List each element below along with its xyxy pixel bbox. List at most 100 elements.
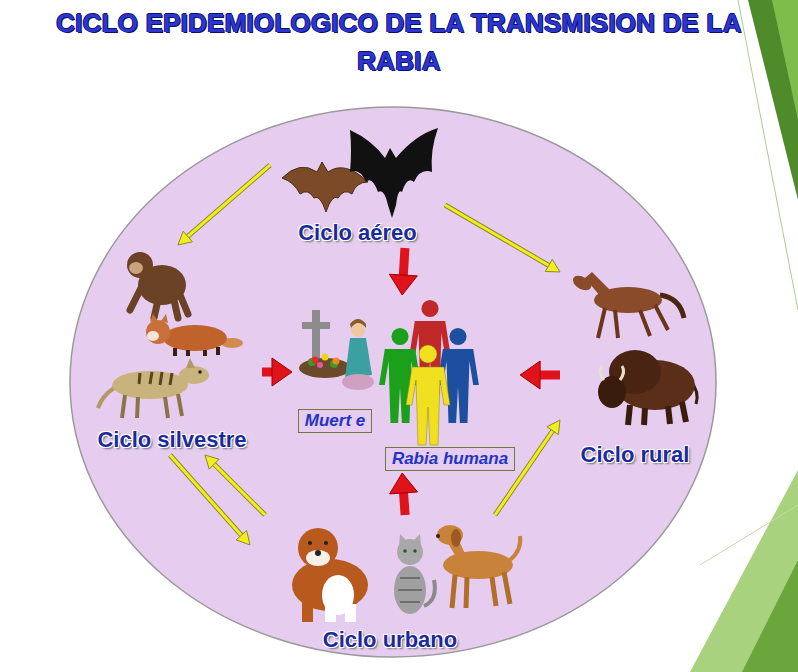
cycle-group: Ciclo silvestre (82, 245, 262, 455)
pet-figures (452, 572, 510, 608)
cycle-arrow (170, 455, 250, 545)
cycle-group: Ciclo urbano (250, 515, 530, 655)
arrow-outline (212, 462, 265, 515)
wild-animal-figures (150, 314, 168, 323)
grave-figure (333, 358, 340, 365)
transmission-arrow (390, 473, 418, 515)
pet-figures (451, 529, 461, 547)
arrow-head (520, 361, 540, 389)
pet-figures (399, 534, 421, 546)
grave-figure (317, 362, 323, 368)
arrow-head (272, 358, 292, 386)
cycle-arrow (445, 205, 560, 272)
farm-animal-figures (600, 366, 624, 380)
arrow-head (205, 455, 219, 469)
grave-figure (312, 310, 320, 360)
human-figures (379, 300, 479, 445)
outcome-label: Muert e (298, 409, 372, 433)
grave-figure (302, 322, 330, 329)
wild-animal-figures (139, 372, 172, 385)
arrow-head (390, 473, 418, 494)
wild-animal-figures (122, 394, 182, 418)
pet-figures (302, 600, 313, 622)
arrow-outline (495, 429, 554, 515)
cycle-label: Ciclo aéreo (298, 220, 417, 246)
diagram-title: CICLO EPIDEMIOLOGICO DE LA TRANSMISION D… (54, 4, 744, 80)
pet-figures (292, 525, 520, 622)
cycle-label: Ciclo silvestre (97, 427, 246, 453)
pet-figures (306, 550, 330, 566)
grave-figure (299, 310, 374, 390)
human-figures (419, 345, 437, 363)
cycle-arrow (205, 455, 265, 515)
human-figures (449, 328, 466, 345)
outcome-box: Rabia humana (380, 295, 520, 473)
corner-decoration (690, 470, 798, 672)
human-figures (406, 345, 450, 445)
pet-figures (436, 534, 440, 538)
pet-figures (345, 604, 356, 622)
arrow-outline (445, 205, 551, 267)
farm-animal-figures (570, 272, 697, 425)
cycle-arrow (178, 165, 270, 245)
human-figures (406, 367, 450, 445)
corner-decoration (772, 0, 798, 120)
pet-figures (510, 536, 520, 560)
pet-figures (403, 549, 407, 553)
arrow-shaft (186, 165, 270, 238)
cycle-oval (70, 107, 716, 657)
arrow-shaft (445, 205, 551, 267)
arrow-shaft (403, 248, 405, 279)
wild-animal-figures (146, 320, 170, 344)
wild-animal-figures (129, 262, 143, 274)
wild-animal-figures (174, 300, 178, 318)
grave-figure (312, 357, 319, 364)
grave-figure (342, 374, 374, 390)
transmission-arrow (520, 361, 560, 389)
arrow-outline (186, 165, 270, 238)
wild-animal-figures (186, 358, 195, 368)
pet-figures (315, 550, 321, 556)
transmission-arrow (389, 248, 417, 295)
arrow-shaft (212, 462, 265, 515)
arrow-head (545, 259, 560, 272)
arrow-shaft (170, 455, 243, 537)
wild-animal-figures (147, 331, 159, 341)
wild-animal-figures (98, 252, 243, 418)
cycle-label: Ciclo urbano (323, 627, 457, 653)
corner-decoration (738, 0, 798, 310)
grave-figure (299, 358, 351, 378)
arrow-shaft (495, 429, 554, 515)
pet-figures (298, 528, 338, 568)
human-figures (391, 328, 408, 345)
arrow-head (178, 231, 192, 245)
cycle-group: Ciclo aéreo (270, 112, 445, 248)
human-figures (421, 300, 438, 317)
arrow-head (236, 531, 250, 545)
bat-figures (350, 128, 438, 218)
wild-animal-figures (198, 370, 202, 374)
wild-animal-figures (175, 347, 218, 356)
corner-decoration (700, 505, 798, 565)
wild-animal-figures (127, 252, 153, 278)
outcome-box: Muert e (292, 300, 378, 435)
transmission-arrow (262, 358, 292, 386)
outcome-label: Rabia humana (385, 447, 515, 471)
corner-decoration (748, 0, 798, 200)
bat-figures (282, 128, 438, 218)
farm-animal-figures (660, 295, 684, 318)
wild-animal-figures (130, 280, 145, 310)
wild-animal-figures (179, 366, 209, 384)
pet-figures (324, 541, 328, 545)
farm-animal-figures (598, 305, 668, 338)
farm-animal-figures (628, 402, 686, 425)
arrow-head (389, 274, 417, 295)
arrow-head (547, 420, 560, 435)
farm-animal-figures (570, 273, 593, 293)
pet-figures (413, 549, 417, 553)
grave-figure (350, 319, 366, 328)
farm-animal-figures (598, 376, 626, 408)
